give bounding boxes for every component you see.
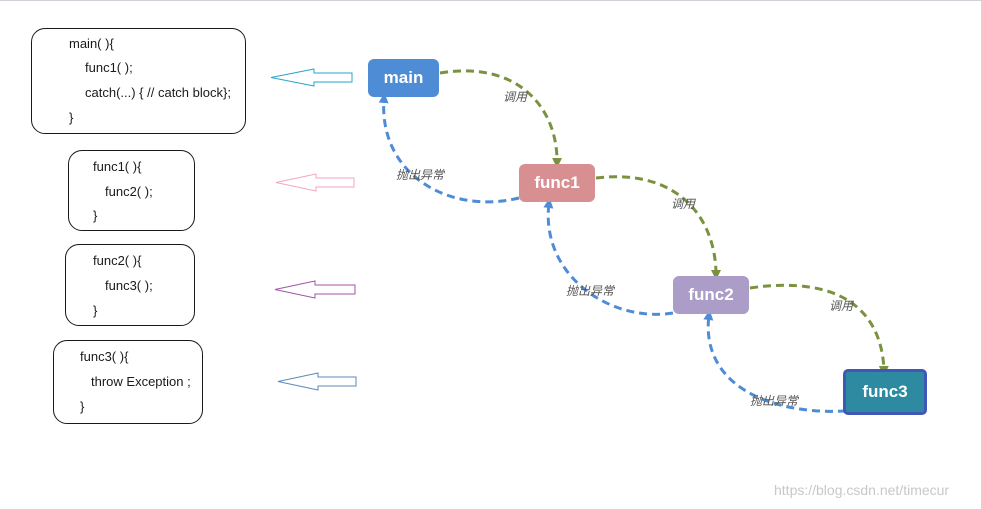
throw-edge-func3-func2 <box>703 310 847 413</box>
call-label: 调用 <box>503 90 528 104</box>
node-func3: func3 <box>843 369 927 415</box>
node-func2: func2 <box>673 276 749 314</box>
call-edge-func2-func3 <box>749 283 889 376</box>
code-box-func3: func3( ){ throw Exception ; } <box>53 340 203 424</box>
code-line: main( ){ <box>69 36 114 51</box>
node-func1: func1 <box>519 164 595 202</box>
code-line: } <box>69 110 74 125</box>
code-line: catch(...) { // catch block}; <box>85 85 231 100</box>
call-edge-main-func1 <box>439 69 563 168</box>
pointer-arrow-func2 <box>274 280 356 299</box>
code-box-func2: func2( ){ func3( ); } <box>65 244 195 326</box>
watermark: https://blog.csdn.net/timecur <box>774 482 950 498</box>
call-label: 调用 <box>671 197 696 211</box>
throw-edge-func2-func1 <box>543 198 674 316</box>
code-box-main: main( ){ func1( ); catch(...) { // catch… <box>31 28 246 134</box>
pointer-arrow-func3 <box>277 372 357 391</box>
code-line: func2( ){ <box>93 253 142 268</box>
code-line: } <box>80 399 85 414</box>
throw-label: 抛出异常 <box>396 168 446 182</box>
code-line: } <box>93 303 98 318</box>
node-main: main <box>368 59 439 97</box>
code-line: throw Exception ; <box>91 374 191 389</box>
pointer-arrow-func1 <box>275 173 355 192</box>
code-line: func2( ); <box>105 184 153 199</box>
call-label: 调用 <box>829 299 854 313</box>
throw-edge-func1-main <box>378 93 520 204</box>
top-border <box>0 0 981 1</box>
code-line: func1( ){ <box>93 159 142 174</box>
code-line: func3( ); <box>105 278 153 293</box>
code-line: func3( ){ <box>80 349 129 364</box>
throw-label: 抛出异常 <box>750 394 800 408</box>
code-box-func1: func1( ){ func2( ); } <box>68 150 195 231</box>
pointer-arrow-main <box>270 68 353 87</box>
code-line: } <box>93 208 98 223</box>
throw-label: 抛出异常 <box>566 284 616 298</box>
call-edge-func1-func2 <box>595 175 721 280</box>
code-line: func1( ); <box>85 60 133 75</box>
